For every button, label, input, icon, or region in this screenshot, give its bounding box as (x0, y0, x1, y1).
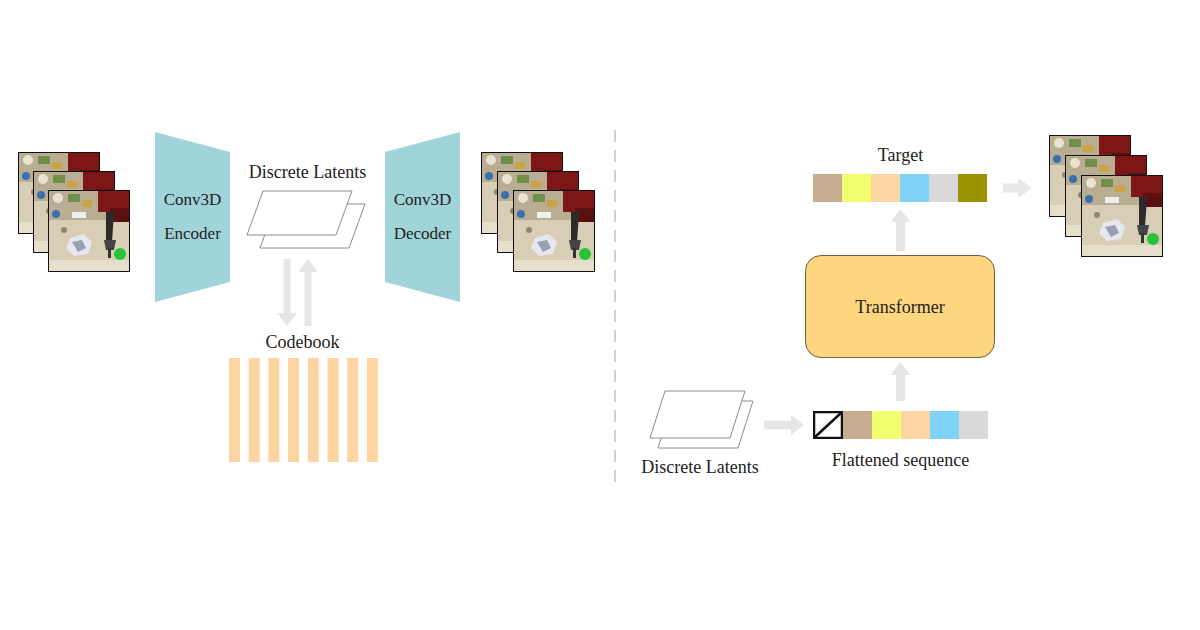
process-box: Transformer (805, 255, 995, 358)
node-label: Conv3D Encoder (155, 183, 230, 251)
latent-stack: Discrete Latents (240, 160, 375, 255)
latent-sheets (240, 184, 375, 254)
token-cell (871, 174, 900, 202)
token-cell (872, 411, 901, 439)
encoder-block: Conv3D Encoder (155, 132, 230, 302)
token-cell (929, 174, 958, 202)
latent-stack: Discrete Latents (640, 388, 760, 482)
trapezoid-shape (155, 132, 230, 302)
token-cell (958, 174, 987, 202)
video-frame (1081, 175, 1163, 257)
token-cell (959, 411, 988, 439)
token-cell (900, 174, 929, 202)
flow-arrow (891, 209, 911, 251)
flow-arrow (298, 259, 318, 326)
codebook-bars (220, 354, 385, 465)
codebook: Codebook (220, 330, 385, 465)
node-label: Flattened sequence (808, 449, 993, 471)
token-cell (930, 411, 959, 439)
token-row (813, 411, 993, 439)
video-frame (48, 190, 130, 272)
trapezoid-shape (385, 132, 460, 302)
node-label: Discrete Latents (240, 160, 375, 184)
node-label: Discrete Latents (640, 456, 760, 478)
token-row (813, 174, 993, 202)
decoder-block: Conv3D Decoder (385, 132, 460, 302)
output-arrow (1003, 178, 1032, 198)
flow-arrow (891, 362, 911, 401)
node-label: Target (808, 143, 993, 167)
latent-sheets (640, 388, 760, 456)
section-divider (614, 130, 616, 490)
reconstructed-frames (481, 152, 595, 272)
token-cell (842, 174, 871, 202)
node-label: Transformer (806, 295, 994, 319)
predicted-frames (1049, 135, 1163, 257)
token-cell (901, 411, 930, 439)
node-label: Conv3D Decoder (385, 183, 460, 251)
video-frame (513, 190, 595, 272)
token-cell (813, 174, 842, 202)
flow-arrow (277, 259, 297, 326)
token-cell (843, 411, 872, 439)
start-token (813, 411, 843, 439)
flow-arrow (764, 415, 804, 435)
token-sequence: Target (808, 143, 993, 205)
input-frames (18, 152, 130, 272)
node-label: Codebook (220, 330, 385, 354)
token-sequence: Flattened sequence (808, 405, 993, 473)
